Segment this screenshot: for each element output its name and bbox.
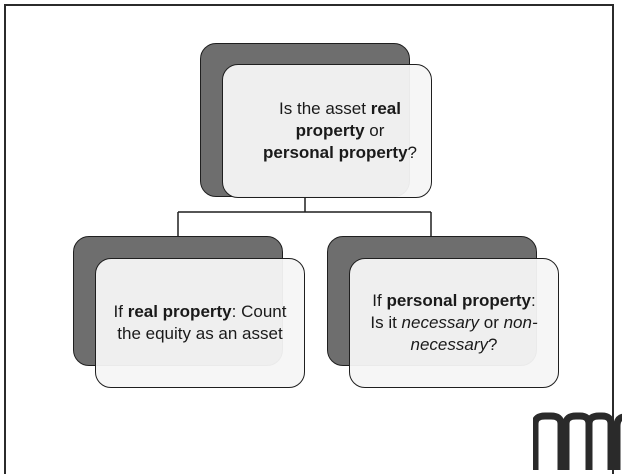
right-node-box: If personal property: Is it necessary or… bbox=[349, 258, 559, 388]
text-run: Is the asset bbox=[279, 99, 371, 119]
text-run: real property bbox=[127, 302, 232, 322]
text-run: personal property bbox=[263, 142, 408, 162]
nmc-logo bbox=[533, 412, 622, 470]
text-run: ? bbox=[407, 142, 418, 162]
text-run: real property bbox=[295, 99, 401, 141]
slide-frame bbox=[4, 4, 614, 474]
right-node-text: If personal property: Is it necessary or… bbox=[364, 290, 544, 355]
text-run: If bbox=[113, 302, 128, 322]
text-run: personal property bbox=[386, 291, 531, 311]
left-node-box: If real property: Count the equity as an… bbox=[95, 258, 305, 388]
left-node-text: If real property: Count the equity as an… bbox=[110, 301, 290, 345]
text-run: : Count the equity as an asset bbox=[117, 302, 287, 343]
text-run: non-necessary bbox=[410, 313, 538, 354]
logo-letter-c bbox=[613, 413, 622, 470]
text-run: If bbox=[372, 291, 387, 311]
top-node-box: Is the asset real property or personal p… bbox=[222, 64, 432, 198]
logo-letter-m bbox=[562, 412, 615, 470]
top-node-text: Is the asset real property or personal p… bbox=[263, 98, 417, 163]
text-run: necessary bbox=[401, 313, 480, 333]
text-run: : Is it bbox=[370, 291, 536, 333]
tree-connectors bbox=[177, 197, 432, 236]
logo-letter-n bbox=[533, 412, 565, 470]
slide: Is the asset real property or personal p… bbox=[4, 4, 622, 474]
text-run: or bbox=[479, 313, 504, 333]
text-run: or bbox=[364, 121, 385, 141]
text-run: ? bbox=[488, 334, 498, 354]
